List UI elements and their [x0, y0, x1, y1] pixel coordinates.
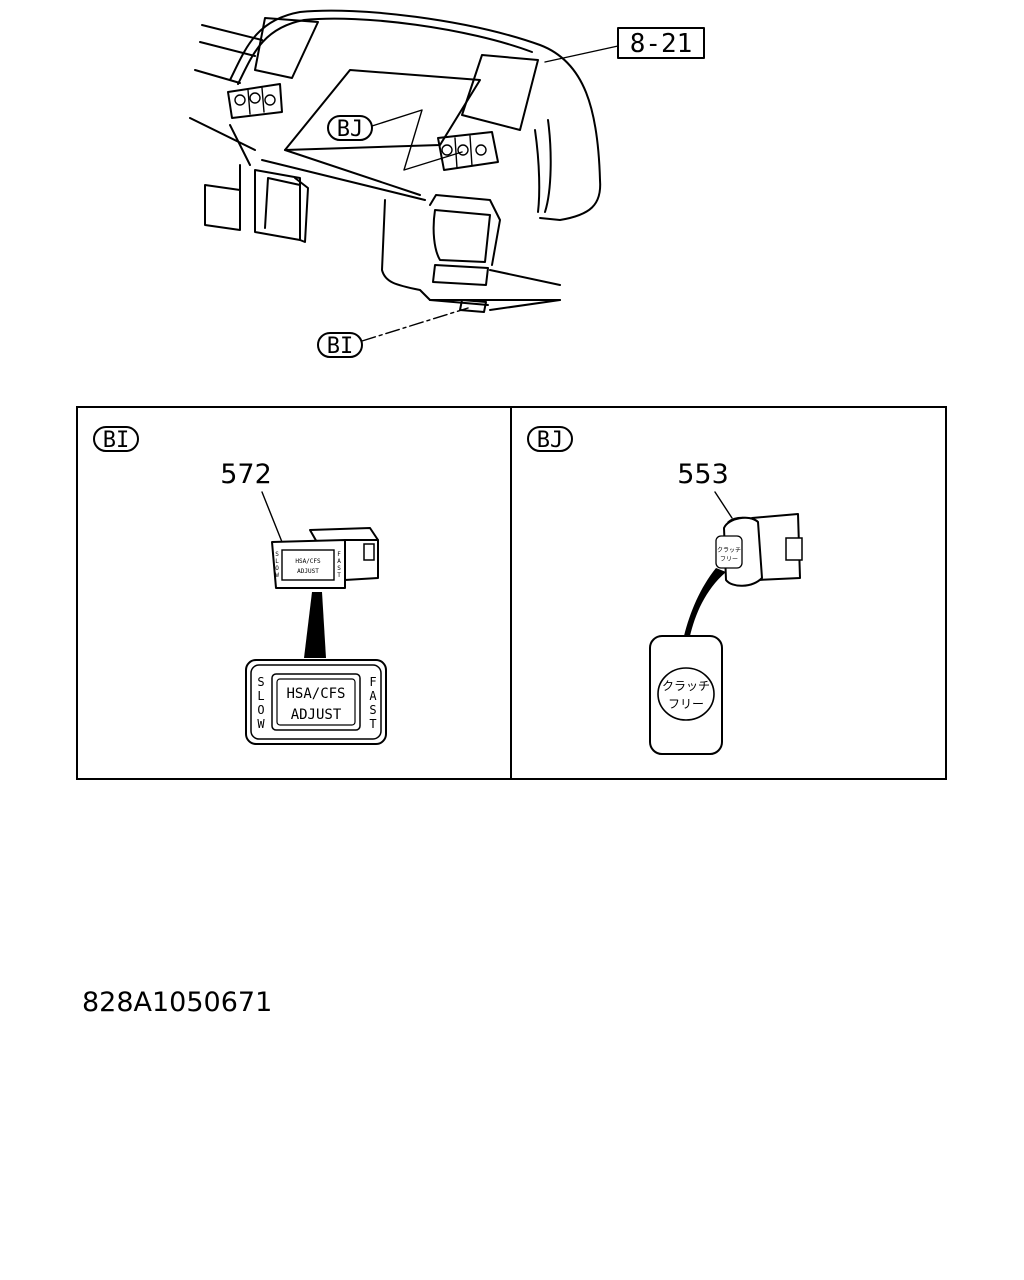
svg-text:T: T [337, 572, 341, 579]
dashboard-overview: 8-21 BJ BI [189, 9, 705, 359]
side-right-a: A [369, 689, 377, 703]
callout-bi-overview [317, 332, 363, 358]
drawing-code: 828A1050671 [82, 987, 272, 1018]
side-right-s: S [369, 703, 376, 717]
switch-553-small-line1: クラッチ [717, 547, 741, 554]
svg-text:W: W [275, 572, 279, 579]
part-number-553: 553 [677, 459, 729, 490]
switch-572-face-line1: HSA/CFS [286, 686, 345, 702]
side-right-t: T [369, 717, 376, 731]
switch-553-small-line2: フリー [720, 556, 738, 563]
side-left-o: O [257, 703, 264, 717]
side-left-s: S [257, 675, 264, 689]
svg-text:O: O [275, 565, 279, 572]
side-right-f: F [369, 675, 376, 689]
switch-553-face-line2: フリー [668, 697, 704, 711]
panel-bi-tag-label: BI [103, 428, 130, 453]
panel-bi: BI 572 HSA/CFS ADJUST S L O W F A S T [93, 426, 387, 745]
switch-553-face: クラッチ フリー [649, 635, 723, 755]
panel-bj: BJ 553 クラッチ フリー クラッチ フリー [527, 426, 803, 755]
switch-572-small: HSA/CFS ADJUST S L O W F A S T [271, 527, 379, 589]
detail-panels [76, 406, 947, 780]
part-number-572: 572 [220, 459, 272, 490]
side-left-w: W [257, 717, 265, 731]
switch-572-small-line1: HSA/CFS [295, 558, 321, 565]
panel-bj-tag [527, 426, 573, 452]
ref-box-8-21 [617, 27, 705, 59]
svg-text:F: F [337, 551, 341, 558]
svg-text:A: A [337, 558, 341, 565]
switch-553-face-line1: クラッチ [662, 679, 710, 693]
svg-text:S: S [337, 565, 341, 572]
panel-bi-tag [93, 426, 139, 452]
svg-text:L: L [275, 558, 279, 565]
callout-bj-overview [327, 115, 373, 141]
ref-box-label: 8-21 [630, 29, 693, 59]
switch-572-face: HSA/CFS ADJUST S L O W F A S T [245, 659, 387, 745]
callout-bj-overview-label: BJ [337, 117, 364, 142]
switch-572-face-line2: ADJUST [291, 707, 342, 723]
side-left-l: L [257, 689, 264, 703]
svg-text:S: S [275, 551, 279, 558]
switch-572-small-line2: ADJUST [297, 568, 319, 575]
panel-bj-tag-label: BJ [537, 428, 564, 453]
callout-bi-overview-label: BI [327, 334, 354, 359]
switch-553-small: クラッチ フリー [715, 513, 803, 587]
